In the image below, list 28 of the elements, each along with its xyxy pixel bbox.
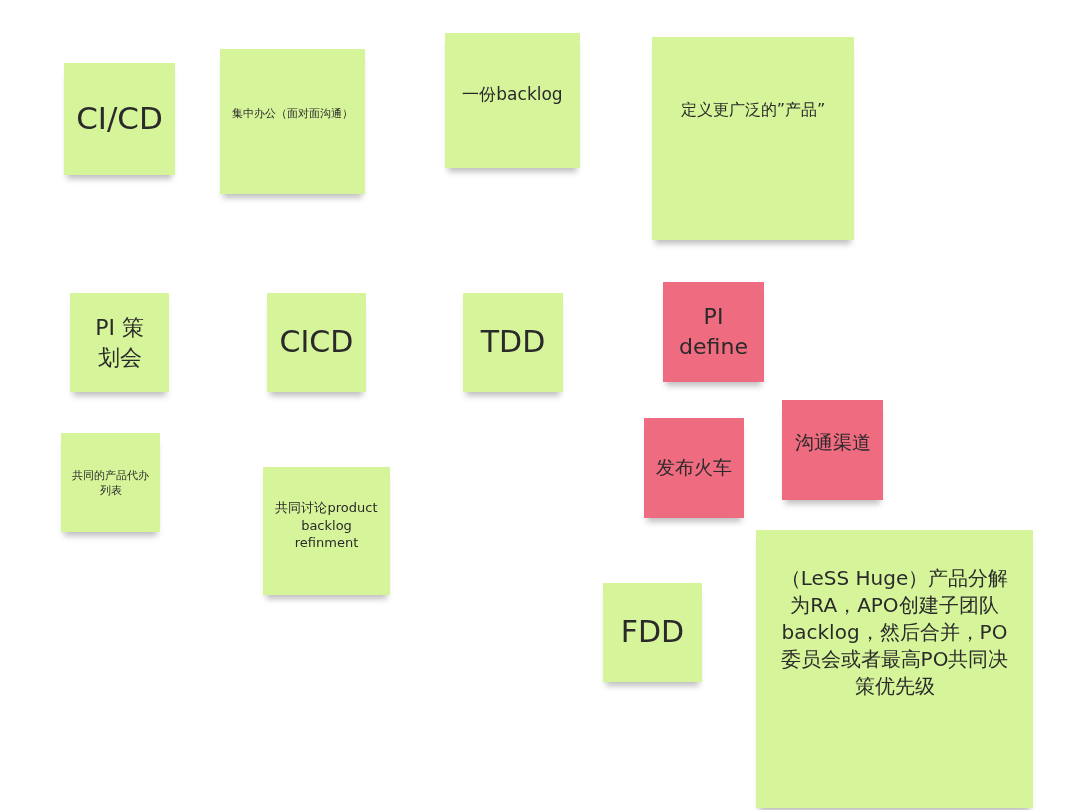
sticky-note	[603, 583, 702, 682]
sticky-note	[756, 530, 1033, 808]
sticky-note	[267, 293, 366, 392]
note-text: 发布火车	[656, 455, 732, 481]
note-text: 定义更广泛的”产品”	[680, 99, 826, 121]
sticky-note	[782, 400, 883, 500]
sticky-note	[263, 467, 390, 595]
note-text: TDD	[480, 323, 546, 362]
note-text: 共同讨论product backlog refinment	[274, 499, 379, 552]
note-text: CICD	[279, 323, 354, 362]
note-text: 沟通渠道	[794, 430, 871, 455]
note-text: FDD	[620, 613, 685, 652]
sticky-note	[663, 282, 764, 382]
sticky-note	[61, 433, 160, 532]
sticky-note	[463, 293, 563, 392]
sticky-note	[64, 63, 175, 175]
sticky-note	[652, 37, 854, 240]
sticky-note	[70, 293, 169, 392]
note-text: 共同的产品代办列表	[71, 469, 150, 499]
note-text: PI define	[678, 303, 749, 361]
note-text: （LeSS Huge）产品分解为RA，APO创建子团队backlog，然后合并，PO委员会或者最高PO共同决策优先级	[779, 565, 1010, 700]
sticky-note	[445, 33, 580, 168]
sticky-note	[220, 49, 365, 194]
sticky-note	[644, 418, 744, 518]
note-text: 一份backlog	[462, 83, 563, 106]
note-text: CI/CD	[76, 99, 163, 139]
note-text: 集中办公（面对面沟通）	[232, 107, 353, 122]
note-text: PI 策划会	[94, 313, 145, 372]
